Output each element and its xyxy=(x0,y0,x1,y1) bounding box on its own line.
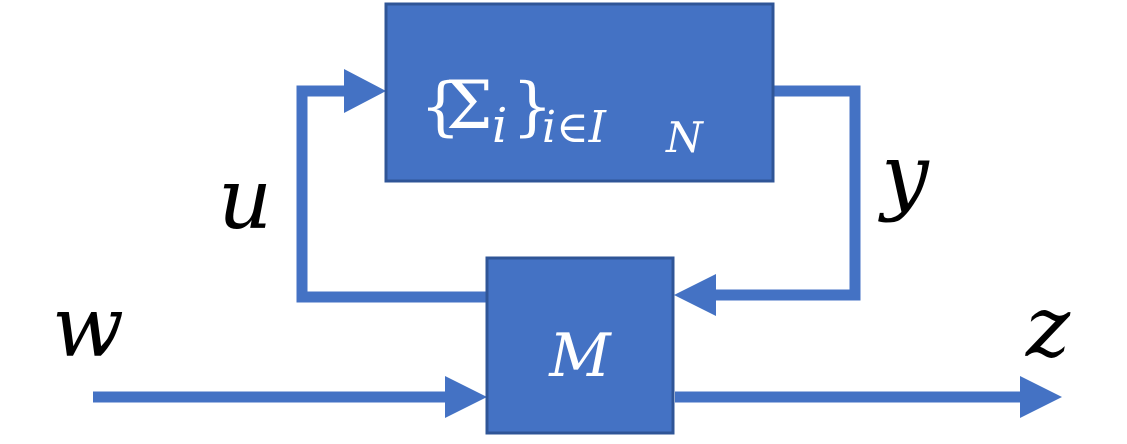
w-arrowhead xyxy=(445,376,487,418)
interconnection-label: M xyxy=(548,321,612,391)
u-arrowhead xyxy=(344,69,386,113)
y-arrowhead xyxy=(674,274,716,316)
signal-label-u: u xyxy=(218,150,272,248)
subsystems-sigma-index: i xyxy=(492,98,507,154)
signal-label-w: w xyxy=(52,278,124,376)
u-feedback-wire xyxy=(296,85,487,303)
y-feedback-wire xyxy=(712,85,861,301)
subsystems-close-brace: } xyxy=(512,70,553,144)
subsystems-sigma: Σ xyxy=(446,67,493,144)
signal-label-z: z xyxy=(1025,278,1071,376)
subsystems-open-brace: { xyxy=(420,70,461,144)
subsystems-set-index: i∈I xyxy=(542,102,608,153)
signal-label-y: y xyxy=(877,126,930,224)
z-arrowhead xyxy=(1020,376,1062,418)
subsystems-set-subindex: N xyxy=(665,113,704,162)
interconnection-block: M xyxy=(485,256,675,435)
subsystems-block: { Σ i } i∈I N xyxy=(384,2,775,183)
